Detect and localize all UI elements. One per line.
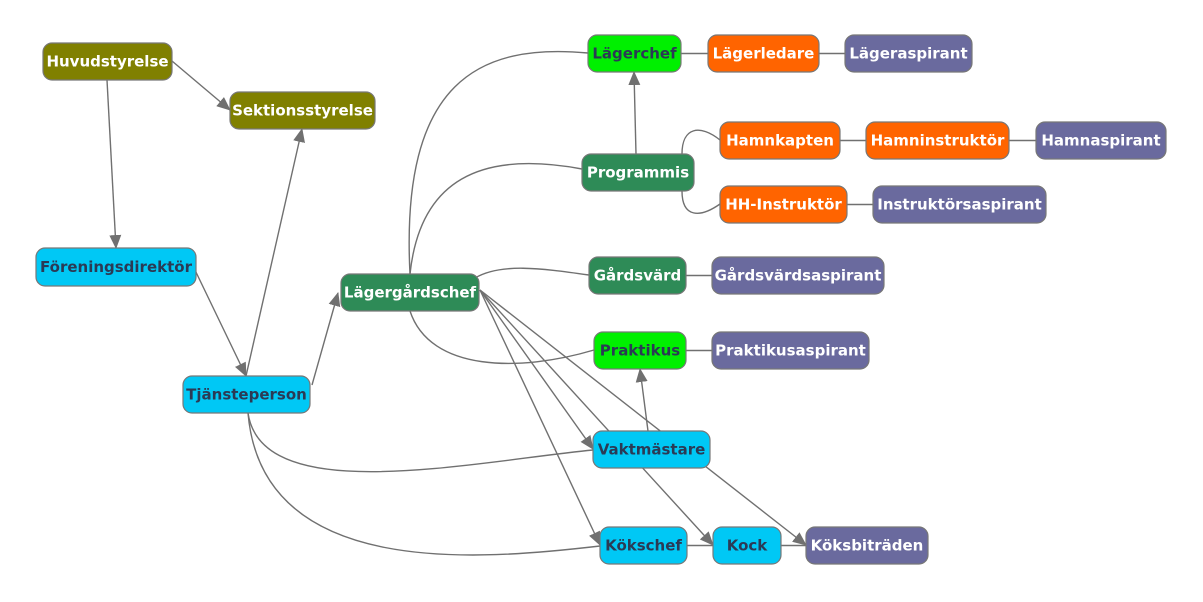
node-label-praktikusaspirant: Praktikusaspirant — [715, 342, 866, 360]
node-label-lageraspirant: Lägeraspirant — [849, 45, 967, 63]
edges-layer — [106, 50, 1036, 556]
edge-tjansteperson-to-vaktmastare — [247, 412, 594, 473]
node-box-lagerchef — [587, 34, 682, 73]
node-kokschef: Kökschef — [599, 526, 688, 565]
node-box-hamnaspirant — [1035, 121, 1167, 160]
node-gardsvard: Gårdsvärd — [588, 256, 687, 295]
edge-tjansteperson-to-kokschef — [247, 412, 601, 556]
node-hh-instruktor: HH-Instruktör — [719, 185, 848, 224]
node-label-tjansteperson: Tjänsteperson — [186, 386, 307, 404]
node-box-praktikusaspirant — [711, 331, 870, 370]
node-label-gardsvardsaspirant: Gårdsvärdsaspirant — [715, 267, 882, 285]
node-label-kokschef: Kökschef — [605, 537, 682, 555]
edge-lagergardschef-to-programmis — [409, 162, 583, 275]
node-lagergardschef: Lägergårdschef — [340, 273, 480, 312]
node-label-foreningsdirektor: Föreningsdirektör — [40, 258, 193, 276]
node-label-hamnaspirant: Hamnaspirant — [1041, 132, 1160, 150]
edge-lagergardschef-to-vaktmastare — [479, 289, 594, 450]
node-label-lagerledare: Lägerledare — [713, 45, 815, 63]
node-label-gardsvard: Gårdsvärd — [594, 267, 682, 285]
node-hamnkapten: Hamnkapten — [719, 121, 841, 160]
edge-lagergardschef-to-kokschef — [479, 289, 601, 546]
node-instruktorsaspirant: Instruktörsaspirant — [872, 185, 1047, 224]
edge-programmis-to-hh_instruktor — [681, 190, 721, 214]
node-box-hamninstruktor — [865, 121, 1010, 160]
node-label-lagerchef: Lägerchef — [592, 45, 677, 63]
node-box-foreningsdirektor — [35, 247, 197, 287]
node-box-programmis — [581, 153, 695, 192]
nodes-layer: HuvudstyrelseSektionsstyrelseFöreningsdi… — [35, 34, 1167, 565]
node-box-lagergardschef — [340, 273, 480, 312]
node-label-praktikus: Praktikus — [600, 342, 680, 360]
node-box-koksbitraden — [805, 526, 929, 565]
node-hamnaspirant: Hamnaspirant — [1035, 121, 1167, 160]
node-praktikusaspirant: Praktikusaspirant — [711, 331, 870, 370]
edge-lagergardschef-to-koksbitraden — [479, 289, 807, 546]
node-box-kock — [712, 526, 782, 565]
node-box-huvudstyrelse — [42, 42, 173, 81]
edge-lagergardschef-to-kock — [479, 289, 714, 546]
edge-foreningsdirektor-to-tjansteperson — [193, 267, 247, 377]
node-label-huvudstyrelse: Huvudstyrelse — [46, 53, 168, 71]
node-label-kock: Kock — [727, 537, 769, 555]
node-label-sektionsstyrelse: Sektionsstyrelse — [232, 102, 373, 120]
node-label-lagergardschef: Lägergårdschef — [344, 284, 477, 302]
node-lagerchef: Lägerchef — [587, 34, 682, 73]
node-box-kokschef — [599, 526, 688, 565]
node-box-praktikus — [593, 331, 687, 370]
node-hamninstruktor: Hamninstruktör — [865, 121, 1010, 160]
edge-vaktmastare-to-praktikus — [635, 368, 649, 432]
edge-tjansteperson-to-lagergardschef — [311, 292, 341, 386]
node-box-gardsvardsaspirant — [711, 256, 885, 295]
edge-lagergardschef-to-lagerchef — [408, 50, 589, 275]
node-box-tjansteperson — [182, 375, 311, 414]
node-lageraspirant: Lägeraspirant — [844, 34, 973, 73]
node-label-instruktorsaspirant: Instruktörsaspirant — [877, 196, 1042, 214]
edge-tjansteperson-to-sektionsstyrelse — [245, 128, 305, 377]
edge-huvudstyrelse-to-sektionsstyrelse — [171, 60, 231, 111]
node-label-vaktmastare: Vaktmästare — [598, 441, 706, 459]
node-huvudstyrelse: Huvudstyrelse — [42, 42, 173, 81]
node-label-koksbitraden: Köksbiträden — [811, 537, 924, 555]
node-sektionsstyrelse: Sektionsstyrelse — [229, 91, 376, 130]
edge-lagergardschef-to-gardsvard — [474, 267, 590, 279]
node-box-gardsvard — [588, 256, 687, 295]
node-box-hh-instruktor — [719, 185, 848, 224]
node-tjansteperson: Tjänsteperson — [182, 375, 311, 414]
node-box-hamnkapten — [719, 121, 841, 160]
node-box-vaktmastare — [592, 430, 711, 469]
node-foreningsdirektor: Föreningsdirektör — [35, 247, 197, 287]
node-label-hamnkapten: Hamnkapten — [726, 132, 834, 150]
node-praktikus: Praktikus — [593, 331, 687, 370]
node-box-sektionsstyrelse — [229, 91, 376, 130]
node-kock: Kock — [712, 526, 782, 565]
node-programmis: Programmis — [581, 153, 695, 192]
node-box-lagerledare — [707, 34, 820, 73]
edge-programmis-to-lagerchef — [628, 71, 641, 155]
node-koksbitraden: Köksbiträden — [805, 526, 929, 565]
node-gardsvardsaspirant: Gårdsvärdsaspirant — [711, 256, 885, 295]
node-label-hh-instruktor: HH-Instruktör — [725, 196, 842, 214]
node-vaktmastare: Vaktmästare — [592, 430, 711, 469]
node-label-hamninstruktor: Hamninstruktör — [871, 132, 1005, 150]
edge-programmis-to-hamnkapten — [681, 129, 721, 155]
node-box-lageraspirant — [844, 34, 973, 73]
node-lagerledare: Lägerledare — [707, 34, 820, 73]
node-label-programmis: Programmis — [587, 164, 689, 182]
node-box-instruktorsaspirant — [872, 185, 1047, 224]
edge-huvudstyrelse-to-foreningsdirektor — [106, 79, 122, 249]
